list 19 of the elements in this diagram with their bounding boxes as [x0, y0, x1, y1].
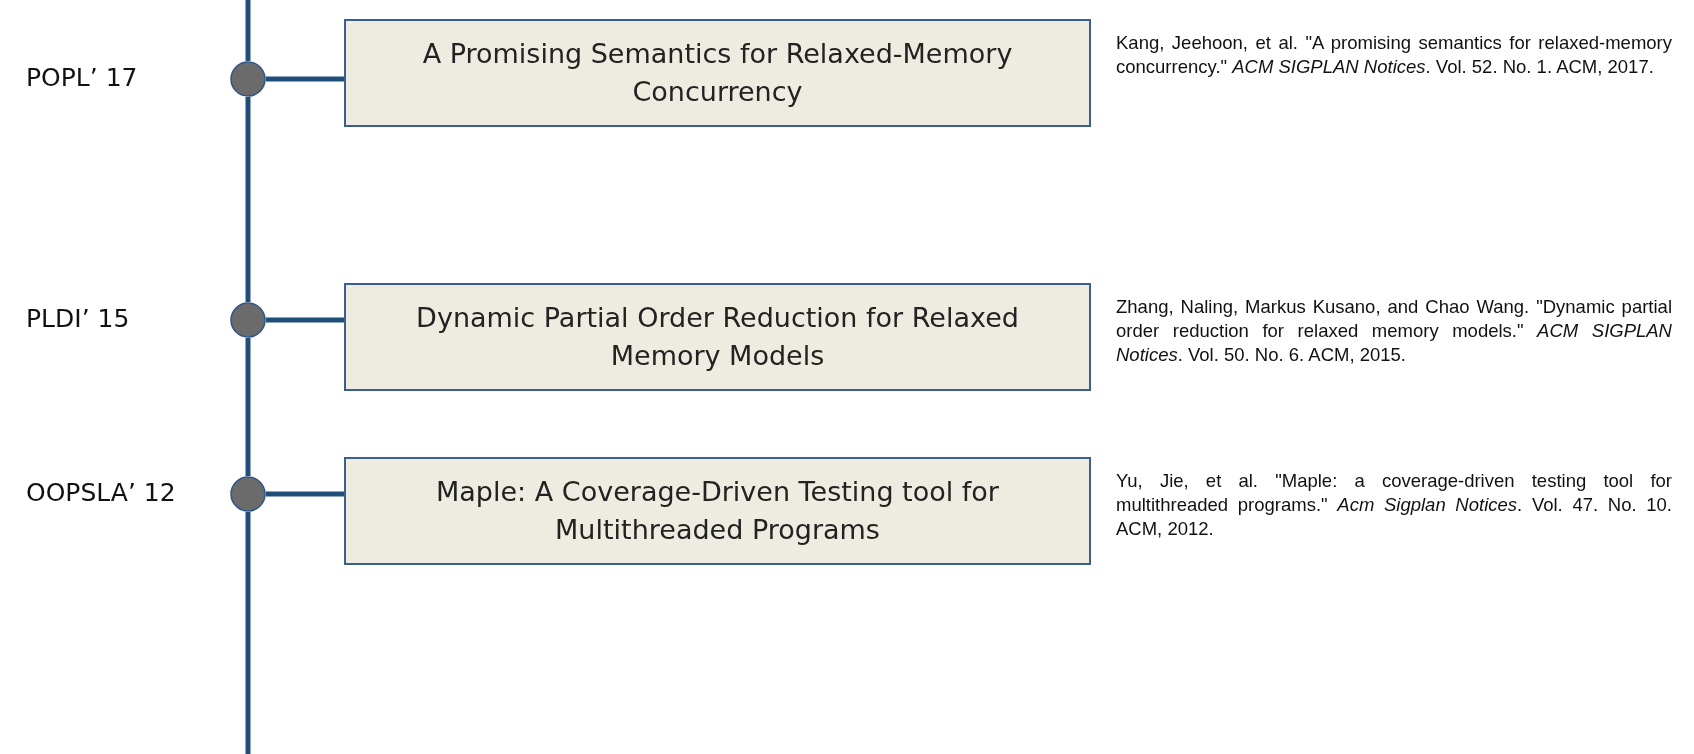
citation-text: Kang, Jeehoon, et al. "A promising semantics for relaxed-memory concurrency." ACM SIGPLAN Notices. Vol. 52. No. 1. ACM, 2017. [1116, 31, 1672, 80]
timeline-line [245, 97, 251, 302]
timeline-line [245, 0, 251, 61]
timeline-marker [230, 476, 266, 512]
citation-text: Zhang, Naling, Markus Kusano, and Chao Wang. "Dynamic partial order reduction for relaxed memory models." ACM SIGPLAN Notices. Vol. 50. No. 6. ACM, 2015. [1116, 295, 1672, 368]
connector-line [266, 491, 344, 497]
citation-text: Yu, Jie, et al. "Maple: a coverage-driven testing tool for multithreaded programs." Acm Sigplan Notices. Vol. 47. No. 10. ACM, 2012. [1116, 469, 1672, 542]
paper-title-box: Dynamic Partial Order Reduction for Relaxed Memory Models [344, 283, 1091, 391]
paper-title-box: Maple: A Coverage-Driven Testing tool for Multithreaded Programs [344, 457, 1091, 565]
timeline-line [245, 512, 251, 754]
connector-line [266, 317, 344, 323]
paper-title-box: A Promising Semantics for Relaxed-Memory Concurrency [344, 19, 1091, 127]
venue-label: PLDI’ 15 [26, 304, 130, 333]
timeline-line [245, 338, 251, 476]
venue-label: POPL’ 17 [26, 63, 138, 92]
timeline-marker [230, 61, 266, 97]
connector-line [266, 76, 344, 82]
venue-label: OOPSLA’ 12 [26, 478, 176, 507]
timeline-marker [230, 302, 266, 338]
